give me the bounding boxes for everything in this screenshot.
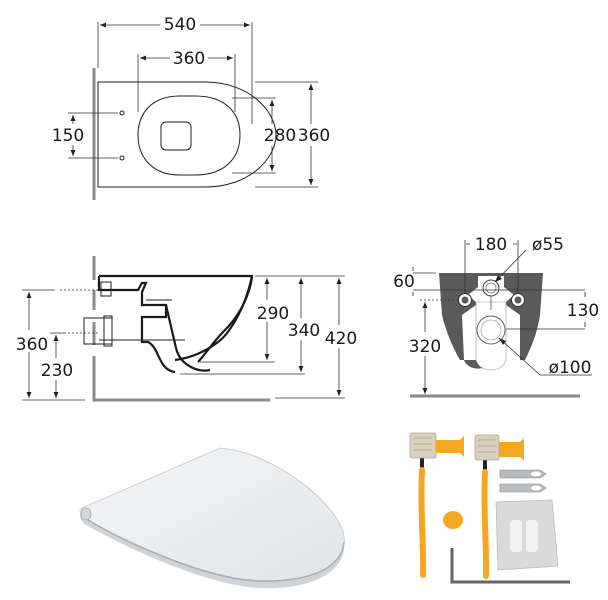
dim-o100: ø100: [549, 358, 592, 378]
dim-230: 230: [41, 361, 73, 381]
dim-130: 130: [567, 301, 599, 321]
mounting-kit-photo: [390, 420, 608, 600]
dim-320: 320: [409, 337, 441, 357]
dim-360-outlet: 360: [16, 335, 48, 355]
dim-o55: ø55: [532, 235, 564, 255]
dim-360-width: 360: [298, 126, 330, 146]
dim-290: 290: [257, 304, 289, 324]
dim-540: 540: [164, 15, 196, 35]
dim-150: 150: [52, 126, 84, 146]
toilet-seat-photo: [60, 430, 380, 600]
dim-340: 340: [288, 321, 320, 341]
dim-60: 60: [393, 272, 415, 292]
dim-360-seat: 360: [173, 49, 205, 69]
top-view-drawing: 540 360 150 280 360: [0, 0, 380, 215]
rear-view-drawing: 180 ø55 60 130 320 ø100: [380, 220, 608, 410]
dim-180: 180: [475, 235, 507, 255]
side-view-drawing: 360 230 290 340 420: [0, 230, 380, 410]
dim-420: 420: [325, 329, 357, 349]
dim-280: 280: [264, 126, 296, 146]
